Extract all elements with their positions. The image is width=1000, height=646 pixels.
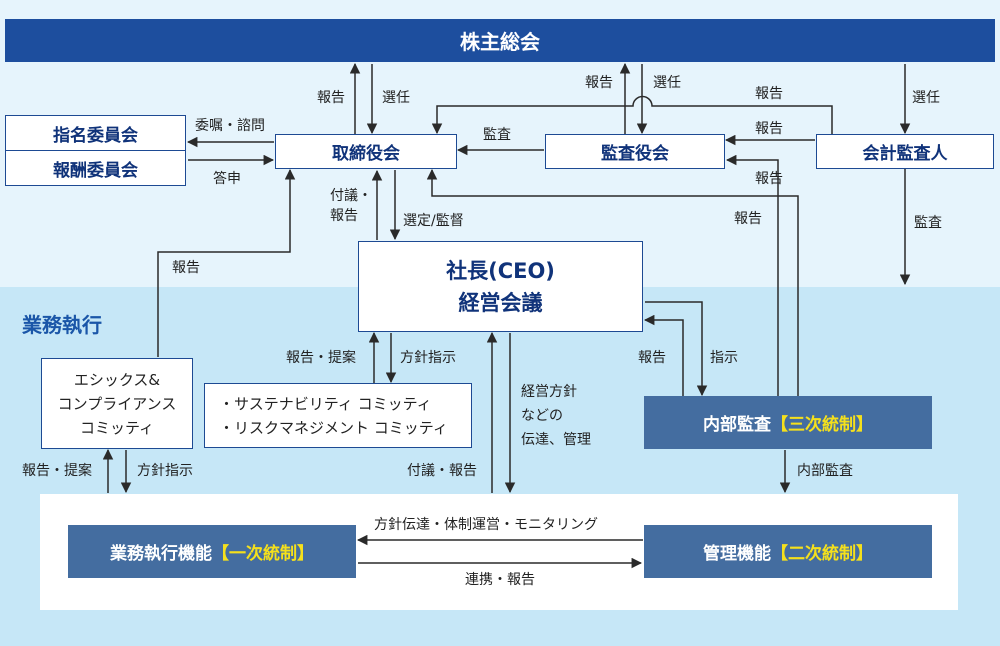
label-audit-board-audit: 監査 — [483, 127, 511, 143]
label-report-ia-audit: 報告 — [755, 171, 783, 187]
label-internal-audit-mgmt: 内部監査 — [797, 463, 853, 479]
label-management-policy: 経営方針 などの 伝達、管理 — [521, 384, 591, 448]
label-report-propose-ethics: 報告・提案 — [22, 463, 92, 479]
label-elect-accounting-auditor: 選任 — [912, 90, 940, 106]
internal-audit-box: 内部監査【三次統制】 — [644, 396, 932, 449]
sustainability-risk-committees-box: ・サステナビリティ コミッティ ・リスクマネジメント コミッティ — [204, 383, 472, 448]
remuneration-committee-box: 報酬委員会 — [5, 150, 186, 186]
label-report-board-shareholders: 報告 — [317, 90, 345, 106]
label-answer: 答申 — [213, 171, 241, 187]
label-report-propose-committees: 報告・提案 — [286, 350, 356, 366]
label-report-accounting-board: 報告 — [755, 86, 783, 102]
label-coordinate-report: 連携・報告 — [465, 572, 535, 588]
label-instruct-ia: 指示 — [710, 350, 738, 366]
board-of-directors-box: 取締役会 — [275, 134, 457, 169]
audit-board-box: 監査役会 — [545, 134, 725, 169]
label-appoint-supervise: 選定/監督 — [403, 213, 464, 229]
shareholders-meeting-box: 株主総会 — [5, 19, 995, 62]
label-report-audit-shareholders: 報告 — [585, 75, 613, 91]
label-submit-report-exec: 付議・報告 — [407, 463, 477, 479]
label-report-ethics-board: 報告 — [172, 260, 200, 276]
label-elect-audit-board: 選任 — [653, 75, 681, 91]
accounting-auditor-box: 会計監査人 — [816, 134, 994, 169]
management-function-box: 管理機能【二次統制】 — [644, 525, 932, 578]
ceo-management-meeting-box: 社長(CEO) 経営会議 — [358, 241, 643, 332]
label-report-ia-board: 報告 — [734, 211, 762, 227]
label-policy-committees: 方針指示 — [400, 350, 456, 366]
label-report-accounting-audit: 報告 — [755, 121, 783, 137]
label-accounting-audit: 監査 — [914, 215, 942, 231]
label-consult: 委嘱・諮問 — [195, 118, 265, 134]
ethics-compliance-committee-box: エシックス& コンプライアンス コミッティ — [41, 358, 193, 449]
label-elect-board: 選任 — [382, 90, 410, 106]
label-submit-report-board: 付議・ 報告 — [330, 188, 372, 224]
business-execution-function-box: 業務執行機能【一次統制】 — [68, 525, 356, 578]
label-policy-transmit: 方針伝達・体制運営・モニタリング — [374, 517, 598, 533]
label-report-ia-ceo: 報告 — [638, 350, 666, 366]
nomination-committee-box: 指名委員会 — [5, 115, 186, 151]
label-policy-ethics: 方針指示 — [137, 463, 193, 479]
section-title-business-execution: 業務執行 — [22, 313, 102, 337]
